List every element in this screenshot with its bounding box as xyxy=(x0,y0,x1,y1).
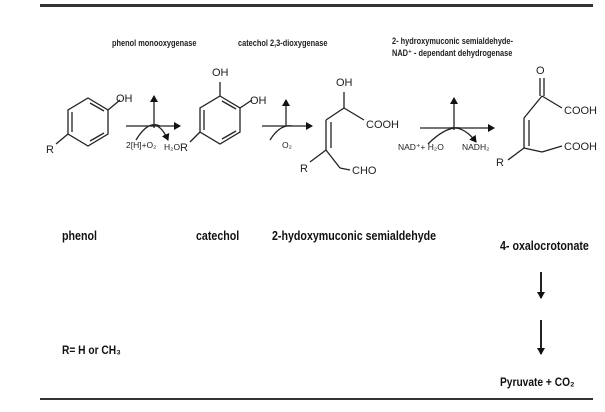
semialdehyde-skeleton xyxy=(309,92,365,171)
step3-cofactor-out: NADH₂ xyxy=(462,142,489,152)
catechol-ring xyxy=(199,95,241,145)
catechol-oh-top: OH xyxy=(212,67,229,79)
oxalocrotonate-r: R xyxy=(496,157,504,169)
enzyme-catechol-dioxygenase: catechol 2,3-dioxygenase xyxy=(238,38,328,48)
semialdehyde-cho: CHO xyxy=(352,165,377,177)
reaction-arrow-1 xyxy=(126,95,181,141)
catechol-oh-right: OH xyxy=(250,95,267,107)
enzyme-dehydrogenase-line2: NAD⁺ - dependant dehydrogenase xyxy=(392,48,513,58)
enzyme-dehydrogenase-line1: 2- hydroxymuconic semialdehyde- xyxy=(392,36,513,46)
phenol-ring xyxy=(67,97,109,147)
compound-oxalocrotonate: 4- oxalocrotonate xyxy=(500,238,589,253)
reaction-arrow-3 xyxy=(420,97,495,145)
phenol-oh: OH xyxy=(116,93,133,105)
semialdehyde-r: R xyxy=(300,163,308,175)
enzyme-phenol-monooxygenase: phenol monooxygenase xyxy=(112,38,197,48)
compound-catechol: catechol xyxy=(196,228,240,243)
step1-cofactor-out: H₂O xyxy=(164,142,180,152)
final-product: Pyruvate + CO₂ xyxy=(500,375,575,389)
top-rule xyxy=(40,4,593,7)
oxalocrotonate-cooh-1: COOH xyxy=(564,105,597,117)
semialdehyde-oh: OH xyxy=(336,77,353,89)
r-group-footnote: R= H or CH₃ xyxy=(62,343,121,357)
compound-phenol: phenol xyxy=(62,228,97,243)
reaction-arrow-2 xyxy=(262,99,313,141)
catechol-r: R xyxy=(180,142,188,154)
oxalocrotonate-o: O xyxy=(536,65,545,77)
phenol-r: R xyxy=(46,144,54,156)
step3-cofactor-in: NAD⁺+ H₂O xyxy=(398,142,444,152)
compound-hydroxymuconic-semialdehyde: 2-hydoxymuconic semialdehyde xyxy=(272,228,437,243)
bottom-rule xyxy=(40,398,593,400)
step2-cofactor-in: O₂ xyxy=(282,140,292,150)
semialdehyde-cooh: COOH xyxy=(366,119,399,131)
oxalocrotonate-cooh-2: COOH xyxy=(564,141,597,153)
step1-cofactor-in: 2[H]+O₂ xyxy=(126,140,156,150)
oxalocrotonate-skeleton xyxy=(507,78,563,161)
